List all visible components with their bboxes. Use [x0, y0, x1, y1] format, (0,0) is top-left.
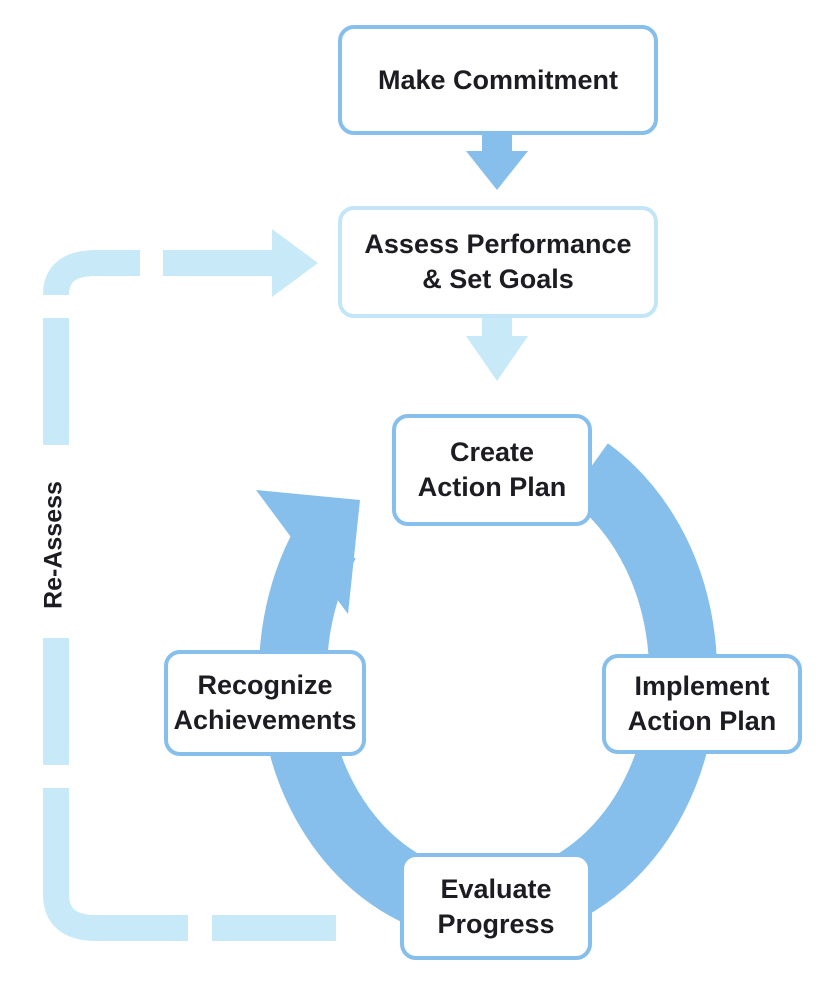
- implement-label-line2: Action Plan: [627, 706, 777, 736]
- recognize-label-line2: Achievements: [173, 705, 357, 735]
- evaluate-progress-box: Evaluate Progress: [400, 853, 592, 960]
- reassess-loop: [43, 250, 336, 941]
- assess-arrow-shaft: [482, 318, 512, 336]
- recognize-label-line1: Recognize: [197, 670, 333, 700]
- create-label-line2: Action Plan: [417, 472, 567, 502]
- commit-arrow-head: [466, 151, 528, 190]
- reassess-arrowhead: [272, 229, 318, 297]
- make-commitment-label: Make Commitment: [377, 64, 619, 95]
- assess-label-line2: & Set Goals: [422, 264, 574, 294]
- make-commitment-box: Make Commitment: [338, 25, 658, 135]
- assess-label-line1: Assess Performance: [364, 229, 632, 259]
- recognize-achievements-box: Recognize Achievements: [164, 650, 366, 756]
- implement-label-line1: Implement: [634, 671, 770, 701]
- reassess-label: Re-Assess: [39, 481, 68, 609]
- cycle-arrowhead: [256, 490, 360, 614]
- assess-performance-box: Assess Performance & Set Goals: [338, 206, 658, 318]
- evaluate-label-line2: Progress: [437, 908, 555, 939]
- commit-arrow-shaft: [482, 135, 512, 151]
- implement-action-plan-box: Implement Action Plan: [602, 654, 802, 754]
- evaluate-label-line1: Evaluate: [440, 873, 552, 904]
- assess-arrow-head: [466, 336, 528, 381]
- create-label-line1: Create: [449, 437, 535, 467]
- create-action-plan-box: Create Action Plan: [392, 414, 592, 526]
